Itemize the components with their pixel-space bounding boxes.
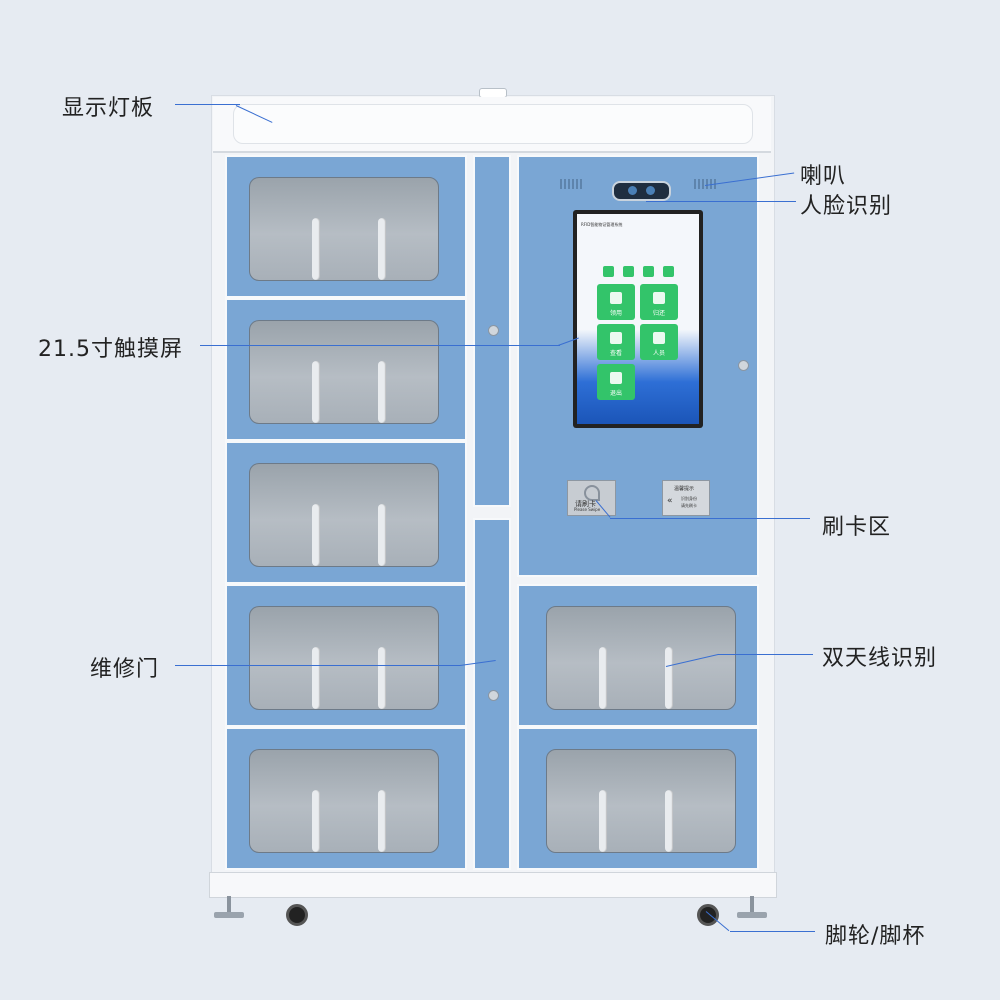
caster-wheel <box>697 904 719 926</box>
hanger-rod <box>312 790 320 852</box>
notice-line-1: 识别身份 <box>681 496 697 501</box>
tile-personnel[interactable]: 人员 <box>640 324 678 360</box>
leader-line <box>646 201 796 202</box>
hanger-rod <box>378 218 386 280</box>
callout-face-recognition: 人脸识别 <box>800 194 893 219</box>
callout-display-light-board: 显示灯板 <box>62 96 155 121</box>
tile-return[interactable]: 归还 <box>640 284 678 320</box>
card-reader-sub: Please Swipe <box>574 507 601 512</box>
hanger-rod <box>378 790 386 852</box>
leveling-foot <box>214 912 244 918</box>
drawer-window <box>249 463 439 567</box>
camera-lens <box>628 186 637 195</box>
card-reader-label: 请刷卡 <box>575 500 596 508</box>
callout-touchscreen: 21.5寸触摸屏 <box>38 337 183 362</box>
notice-title: 温馨提示 <box>674 486 695 492</box>
callout-card-swipe: 刷卡区 <box>822 515 892 540</box>
maintenance-door-lower[interactable] <box>473 518 511 870</box>
nfc-icon <box>584 485 600 501</box>
hanger-rod <box>312 504 320 566</box>
callout-casters: 脚轮/脚杯 <box>825 924 926 949</box>
door-knob[interactable] <box>488 325 499 336</box>
left-drawer-door-5[interactable] <box>225 727 467 870</box>
caster-wheel <box>286 904 308 926</box>
hanger-rod <box>312 647 320 709</box>
tile-borrow[interactable]: 领用 <box>597 284 635 320</box>
leader-line <box>610 518 810 519</box>
card-reader[interactable]: 请刷卡 Please Swipe <box>567 480 616 516</box>
mini-icon[interactable] <box>603 266 614 277</box>
leader-line <box>718 654 813 655</box>
touchscreen[interactable]: RFID智能物证管理系统 领用 归还 查看 人员 退出 <box>573 210 703 428</box>
left-drawer-door-1[interactable] <box>225 155 467 298</box>
leader-line <box>175 104 240 105</box>
notice-line-2: 请先刷卡 <box>681 503 697 508</box>
drawer-window <box>249 749 439 853</box>
tile-view[interactable]: 查看 <box>597 324 635 360</box>
drawer-window <box>249 606 439 710</box>
leader-line <box>200 345 560 346</box>
right-drawer-door-2[interactable] <box>517 727 759 870</box>
hanger-rod <box>665 790 673 852</box>
notice-plate: 温馨提示 « 识别身份 请先刷卡 <box>662 480 710 516</box>
mini-icon[interactable] <box>663 266 674 277</box>
mini-icon[interactable] <box>643 266 654 277</box>
left-drawer-door-4[interactable] <box>225 584 467 727</box>
mini-icon[interactable] <box>623 266 634 277</box>
face-camera <box>612 181 671 201</box>
door-knob[interactable] <box>738 360 749 371</box>
camera-lens <box>646 186 655 195</box>
chevron-icon: « <box>667 496 673 506</box>
hanger-rod <box>599 647 607 709</box>
left-drawer-door-2[interactable] <box>225 298 467 441</box>
screen-display: RFID智能物证管理系统 领用 归还 查看 人员 退出 <box>577 214 699 424</box>
hanger-rod <box>312 361 320 423</box>
light-board-panel <box>233 104 753 144</box>
drawer-window <box>546 749 736 853</box>
door-knob[interactable] <box>488 690 499 701</box>
callout-maintenance-door: 维修门 <box>90 657 160 682</box>
left-drawer-door-3[interactable] <box>225 441 467 584</box>
foot-stem <box>750 896 754 912</box>
right-drawer-door-1[interactable] <box>517 584 759 727</box>
speaker-grille-left <box>560 179 582 189</box>
screen-title: RFID智能物证管理系统 <box>581 222 623 227</box>
callout-speaker: 喇叭 <box>800 164 847 189</box>
hanger-rod <box>378 647 386 709</box>
leveling-foot <box>737 912 767 918</box>
maintenance-door-upper[interactable] <box>473 155 511 507</box>
hanger-rod <box>312 218 320 280</box>
leader-line <box>175 665 460 666</box>
hanger-rod <box>599 790 607 852</box>
callout-dual-antenna: 双天线识别 <box>822 646 938 671</box>
cabinet-base <box>209 872 777 898</box>
hanger-rod <box>378 361 386 423</box>
hanger-rod <box>665 647 673 709</box>
drawer-window <box>249 177 439 281</box>
drawer-window <box>249 320 439 424</box>
foot-stem <box>227 896 231 912</box>
tile-exit[interactable]: 退出 <box>597 364 635 400</box>
leader-line <box>730 931 815 932</box>
hanger-rod <box>378 504 386 566</box>
drawer-window <box>546 606 736 710</box>
